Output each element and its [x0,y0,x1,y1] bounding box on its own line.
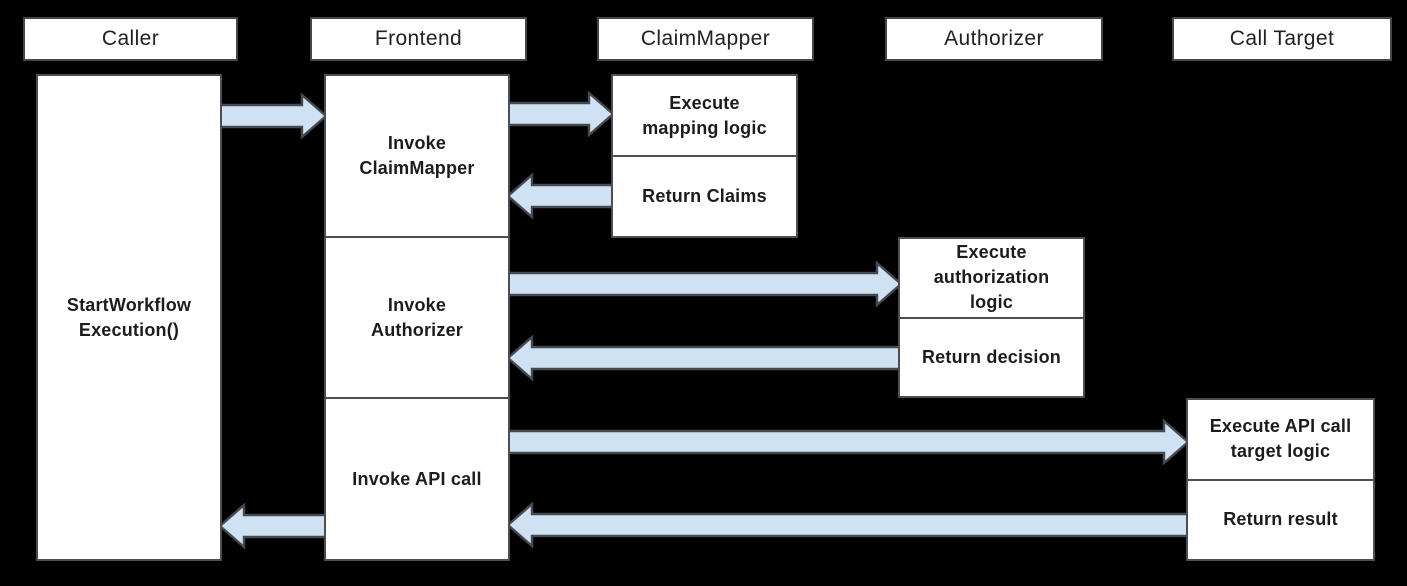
arrow-caller-to-frontend [218,92,328,140]
activation-cell-return-claims: Return Claims [613,155,796,236]
lifeline-label: ClaimMapper [640,27,771,50]
activation-cell-invoke-claimmapper: Invoke ClaimMapper [326,76,508,236]
arrow-claimmapper-to-frontend [506,172,615,220]
lifeline-header-claimmapper: ClaimMapper [597,17,814,61]
lifeline-header-authorizer: Authorizer [885,17,1103,61]
lifeline-label: Authorizer [944,27,1044,50]
lifeline-label: Frontend [374,27,463,50]
activation-cell-return-result: Return result [1188,478,1373,560]
activation-label: StartWorkflow Execution() [66,294,192,340]
lifeline-label: Caller [101,27,160,50]
activation-label: Invoke API call [352,468,482,489]
arrow-frontend-to-calltarget [506,418,1190,466]
activation-claimmapper-stack: Execute mapping logic Return Claims [611,74,798,238]
activation-cell-execute-authorization-logic: Execute authorization logic [900,239,1083,317]
activation-label: Invoke Authorizer [371,294,463,340]
arrow-frontend-to-authorizer [506,260,903,308]
arrow-calltarget-to-frontend [506,501,1190,549]
activation-label: Invoke ClaimMapper [359,132,475,178]
arrow-frontend-to-claimmapper [506,90,615,138]
activation-authorizer-stack: Execute authorization logic Return decis… [898,237,1085,398]
activation-label: Return Claims [642,186,767,206]
activation-frontend-stack: Invoke ClaimMapper Invoke Authorizer Inv… [324,74,510,561]
activation-label: Return result [1223,509,1338,530]
activation-label: Execute mapping logic [642,92,767,138]
activation-cell-invoke-authorizer: Invoke Authorizer [326,235,508,398]
activation-label: Execute API call target logic [1209,416,1352,462]
activation-cell-return-decision: Return decision [900,316,1083,397]
activation-cell-execute-mapping-logic: Execute mapping logic [613,76,796,155]
lifeline-header-caller: Caller [23,17,238,61]
activation-label: Execute authorization logic [933,242,1050,313]
activation-cell-execute-api-call-target-logic: Execute API call target logic [1188,400,1373,479]
arrow-authorizer-to-frontend [506,334,903,382]
activation-cell: StartWorkflow Execution() [38,76,220,559]
activation-calltarget-stack: Execute API call target logic Return res… [1186,398,1375,561]
activation-label: Return decision [921,346,1062,367]
activation-cell-invoke-api-call: Invoke API call [326,397,508,559]
arrow-frontend-to-caller [218,502,328,550]
lifeline-header-frontend: Frontend [310,17,527,61]
lifeline-label: Call Target [1229,27,1335,50]
lifeline-header-calltarget: Call Target [1172,17,1392,61]
activation-caller-startworkflow: StartWorkflow Execution() [36,74,222,561]
